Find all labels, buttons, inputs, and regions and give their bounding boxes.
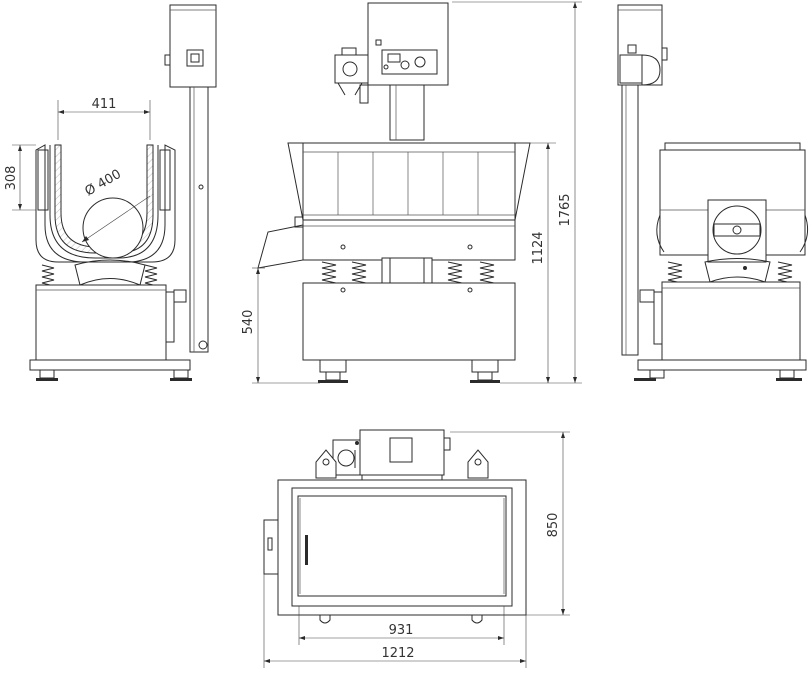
front-view xyxy=(257,2,531,383)
dimension-diameter-400: Ø 400 xyxy=(83,167,124,200)
motor xyxy=(334,54,369,84)
springs-right xyxy=(667,258,793,284)
top-view xyxy=(263,429,527,624)
tub xyxy=(287,142,531,221)
front-control-box xyxy=(367,2,449,86)
top-control-box xyxy=(359,429,445,476)
front-dimensions: 1765 1124 540 xyxy=(241,1,582,384)
springs-left xyxy=(41,259,158,287)
right-side-view xyxy=(617,4,809,381)
dimension-540: 540 xyxy=(241,310,256,335)
dimension-850: 850 xyxy=(546,513,561,538)
dimension-1124: 1124 xyxy=(531,231,546,264)
top-dimensions: 850 931 1212 xyxy=(263,431,570,668)
top-frame xyxy=(277,479,527,616)
dimension-411: 411 xyxy=(92,97,117,112)
left-side-view xyxy=(29,4,217,381)
springs-front xyxy=(321,257,495,285)
column xyxy=(189,86,209,353)
dimension-308: 308 xyxy=(4,166,19,191)
control-box xyxy=(169,4,217,88)
dimension-1765: 1765 xyxy=(558,193,573,226)
drum xyxy=(82,197,144,259)
base-cabinet xyxy=(35,284,167,361)
dimension-931: 931 xyxy=(389,623,414,638)
dimension-1212: 1212 xyxy=(381,646,414,661)
